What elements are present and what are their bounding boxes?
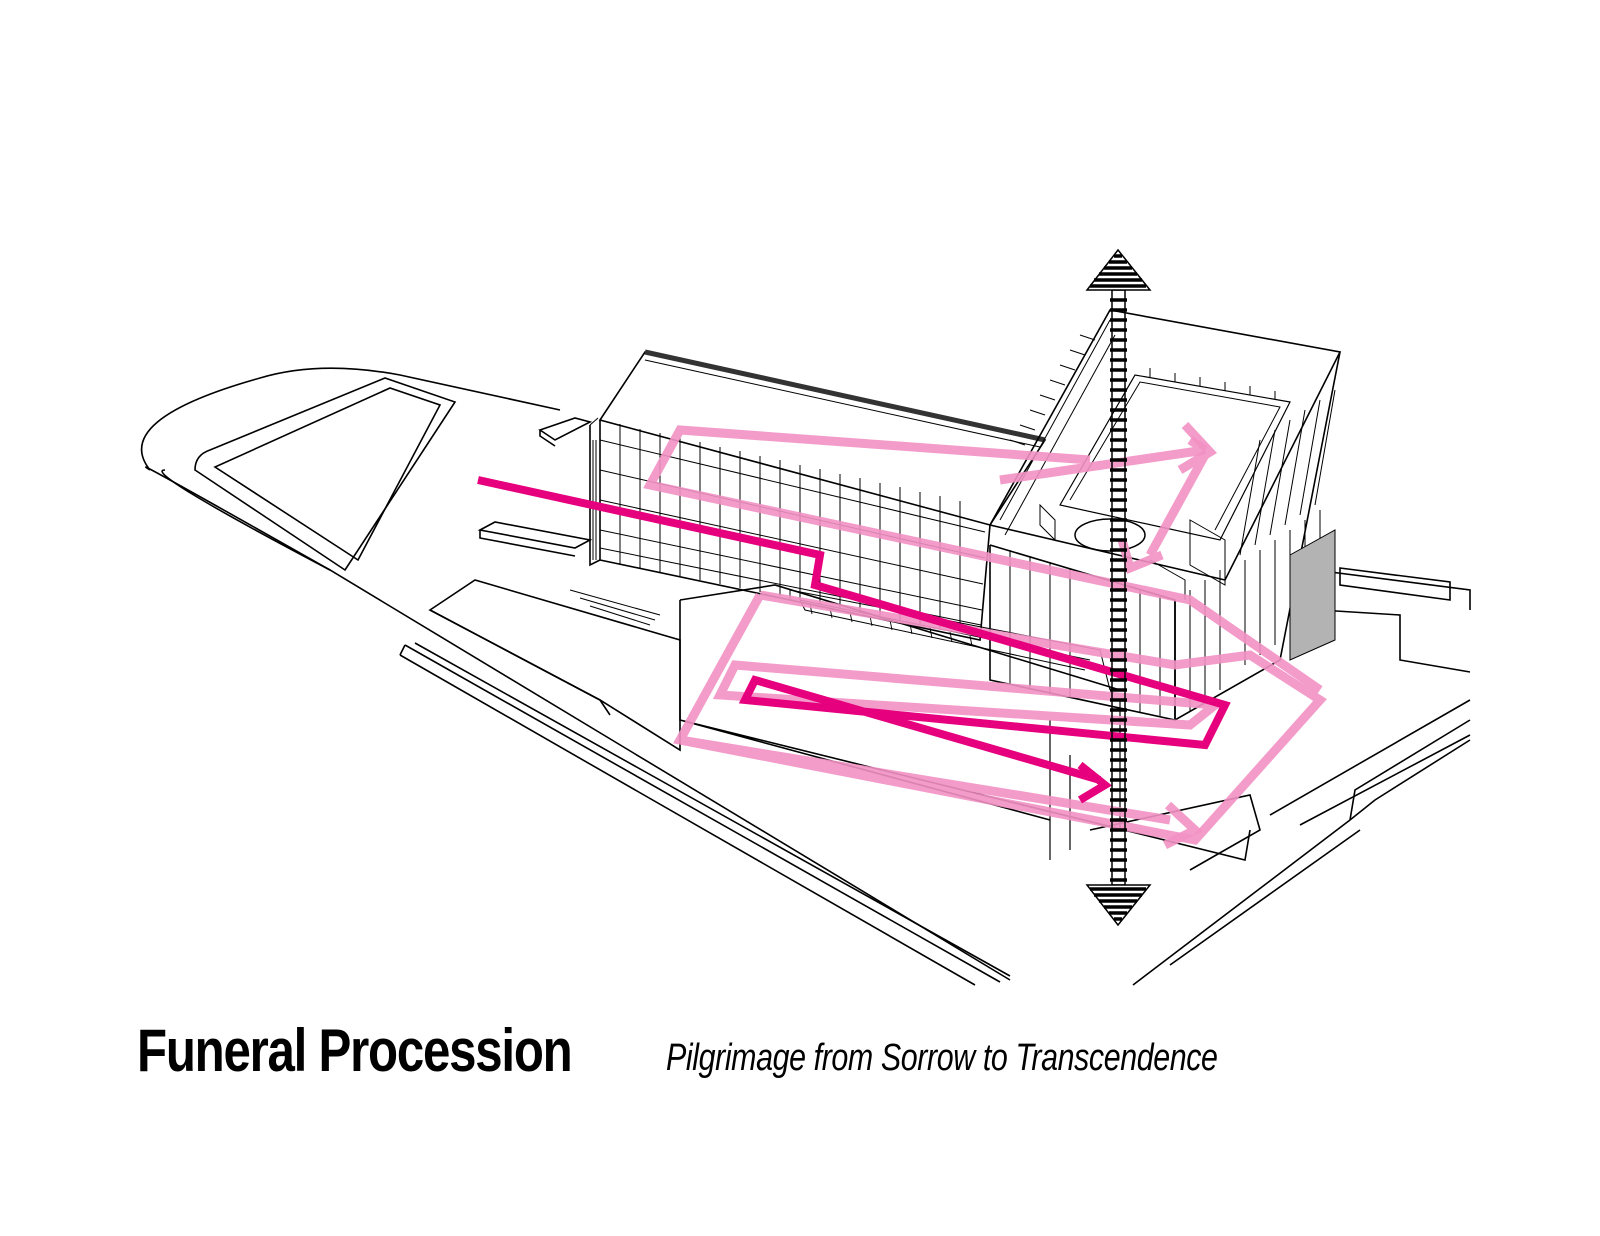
site-right-edge — [1132, 739, 1471, 986]
page-title: Funeral Procession — [137, 1017, 573, 1084]
tower — [988, 309, 1342, 722]
secondary-path-inner — [712, 660, 1227, 730]
tower-right-facade — [1174, 351, 1341, 722]
site-plan — [140, 367, 1471, 986]
roof-parapet — [644, 349, 1046, 443]
planter-left — [194, 377, 457, 572]
tower-louvres-left — [999, 319, 1116, 536]
site-outer-boundary — [140, 367, 1011, 981]
secondary-path-outer — [673, 590, 1327, 845]
primary-path-main — [477, 476, 1231, 784]
tower-shaded-panel — [1289, 529, 1336, 661]
page-subtitle: Pilgrimage from Sorrow to Transcendence — [666, 1037, 1218, 1079]
rooftop-oculus — [1074, 518, 1146, 552]
arrow-head-top — [1085, 248, 1152, 291]
primary-arrowhead — [1077, 761, 1112, 804]
plaza-edge-right — [1314, 567, 1471, 610]
arrowhead-descending — [1146, 452, 1209, 558]
arrowhead-top-right — [1177, 421, 1218, 474]
arrowhead-lower-right — [1162, 801, 1203, 850]
bench-left-1 — [538, 417, 593, 447]
secondary-path-lower — [679, 735, 1171, 825]
arrow-shaft-stripes — [1110, 298, 1127, 882]
glass-hall-facade — [599, 420, 991, 641]
primary-arrowhead-tip — [1077, 761, 1112, 804]
arrow-head-bottom — [1085, 884, 1152, 927]
secondary-procession-path — [643, 425, 1327, 845]
double-headed-striped-arrow-icon — [1085, 248, 1152, 927]
road-strip — [399, 642, 1011, 986]
sloped-block — [428, 579, 681, 752]
caption: Funeral Procession Pilgrimage from Sorro… — [0, 1010, 1600, 1120]
secondary-arrowheads — [1117, 421, 1218, 850]
secondary-path-upper — [643, 425, 1323, 694]
glass-hall — [589, 349, 1047, 641]
bench-left-2 — [477, 521, 593, 557]
primary-procession-path — [477, 476, 1231, 784]
